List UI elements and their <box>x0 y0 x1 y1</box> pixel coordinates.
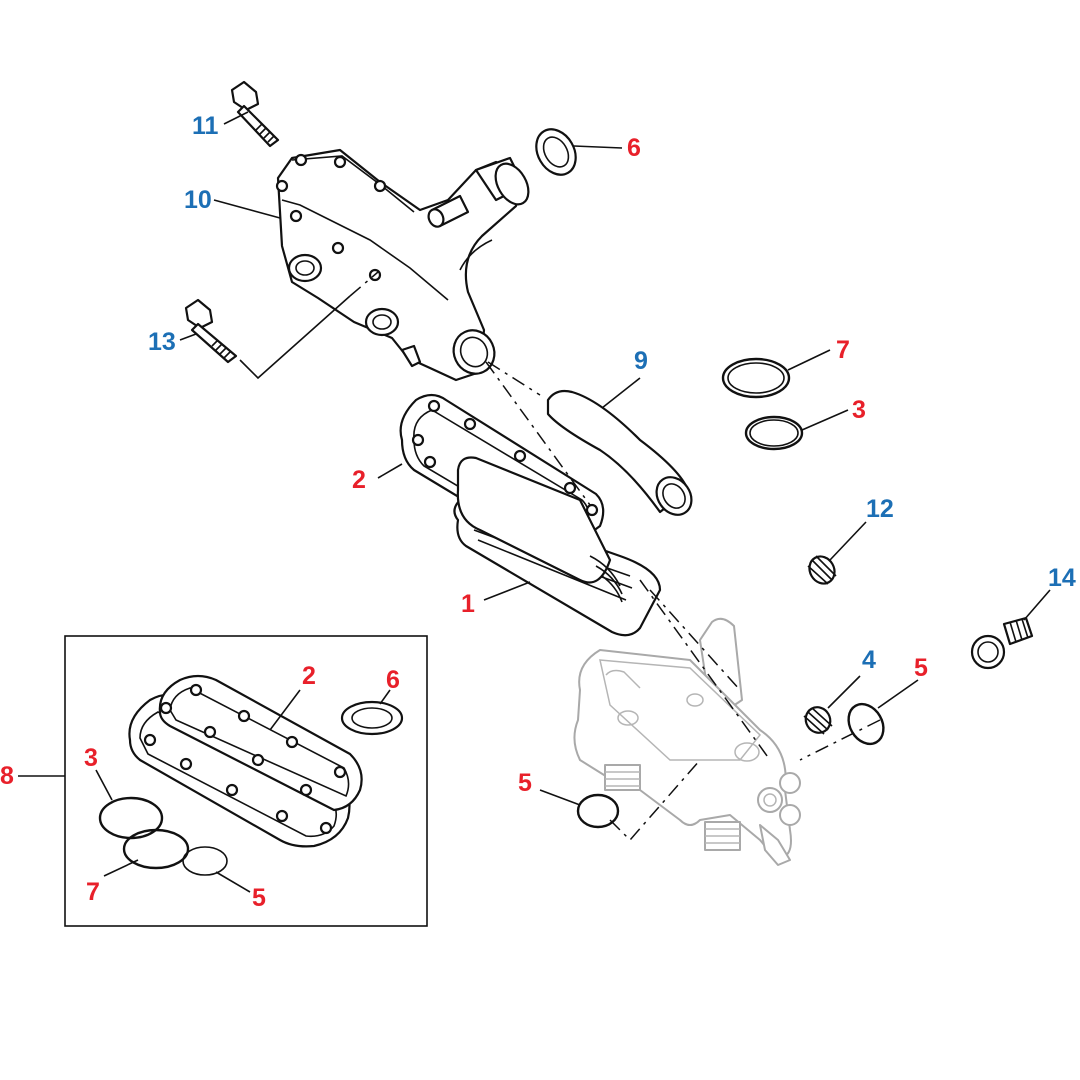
callout-1: 1 <box>461 590 475 618</box>
callout-10: 10 <box>184 186 212 214</box>
callout-6-top: 6 <box>627 134 641 162</box>
spring-part-4 <box>803 706 833 735</box>
thermostat-housing-part-10 <box>275 148 530 382</box>
callout-7-kit: 7 <box>86 878 100 906</box>
kit-box-part-8 <box>64 635 428 927</box>
callout-2-kit: 2 <box>302 662 316 690</box>
callout-11: 11 <box>192 112 219 140</box>
callout-5-kit: 5 <box>252 884 266 912</box>
callout-14: 14 <box>1048 564 1076 592</box>
drain-plug-part-14 <box>970 616 1034 670</box>
callout-5-right: 5 <box>914 654 928 682</box>
callout-12: 12 <box>866 495 894 523</box>
oil-cooler-housing-ghost <box>573 617 801 866</box>
o-ring-part-3 <box>744 415 804 451</box>
callout-13: 13 <box>148 328 176 356</box>
callout-6-kit: 6 <box>386 666 400 694</box>
callout-3-top: 3 <box>852 396 866 424</box>
bolt-part-13 <box>184 298 238 364</box>
o-ring-part-5-right <box>847 702 885 746</box>
seal-part-6 <box>535 128 577 176</box>
callout-8-kit: 8 <box>0 762 14 790</box>
plug-part-12 <box>807 555 837 585</box>
o-ring-part-7 <box>721 357 791 399</box>
bolt-part-11 <box>230 80 280 148</box>
callout-4: 4 <box>862 646 876 674</box>
callout-2-top: 2 <box>352 466 366 494</box>
callout-3-kit: 3 <box>84 744 98 772</box>
hose-part-9 <box>546 389 693 516</box>
callout-9: 9 <box>634 347 648 375</box>
callout-7-top: 7 <box>836 336 850 364</box>
cooler-core-part-1 <box>453 456 662 637</box>
callout-5-lower: 5 <box>518 769 532 797</box>
assembly-lines <box>239 271 881 842</box>
callout-leaders <box>18 111 1051 893</box>
o-ring-part-5-lower <box>576 793 620 829</box>
